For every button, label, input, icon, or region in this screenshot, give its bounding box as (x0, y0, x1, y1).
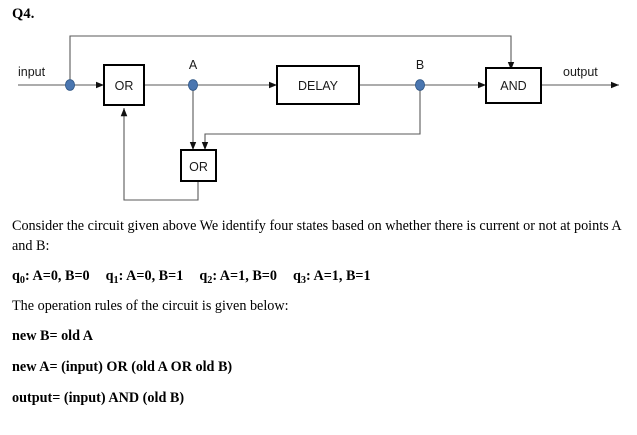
circuit-svg: OR DELAY AND OR (18, 35, 619, 201)
state-q2-sub: 2 (207, 274, 213, 286)
or-gate-2[interactable]: OR (180, 149, 217, 182)
state-q3-value: : A=1, B=1 (305, 268, 371, 284)
node-b-label: B (416, 58, 424, 72)
wire-or2-to-or1 (120, 108, 199, 201)
junction-nodes (65, 79, 425, 91)
input-label: input (18, 65, 46, 79)
delay-gate-label: DELAY (298, 79, 339, 93)
state-q1-value: : A=0, B=1 (118, 268, 184, 284)
state-q3-name: q (292, 268, 301, 284)
state-q2-name: q (199, 268, 208, 284)
rule-new-a: new A= (input) OR (old A OR old B) (12, 359, 233, 375)
wires (18, 35, 619, 201)
state-q2-value: : A=1, B=0 (212, 268, 277, 284)
node-a-dot (187, 79, 198, 91)
state-q0-value: : A=0, B=0 (25, 268, 90, 284)
rule-new-b: new B= old A (12, 328, 94, 344)
output-label: output (563, 65, 598, 79)
diagram-labels: input A B output (18, 58, 598, 79)
state-q3: q3: A=1, B=1 (293, 266, 371, 291)
state-q1-sub: 1 (113, 274, 119, 286)
state-q1: q1: A=0, B=1 (106, 266, 184, 291)
and-gate-label: AND (500, 79, 526, 93)
gates: OR DELAY AND OR (103, 64, 542, 182)
and-gate[interactable]: AND (485, 67, 542, 104)
wire-input-to-and-top (69, 35, 515, 85)
rules-intro-paragraph: The operation rules of the circuit is gi… (12, 298, 289, 314)
state-q0-name: q (12, 268, 20, 284)
circuit-diagram: OR DELAY AND OR (0, 24, 637, 214)
wire-b-to-or2 (201, 85, 421, 150)
question-heading: Q4. (12, 6, 35, 22)
or-gate-1-label: OR (115, 79, 134, 93)
state-q0-sub: 0 (19, 274, 25, 286)
consider-paragraph: Consider the circuit given above We iden… (12, 218, 621, 254)
state-q1-name: q (105, 268, 114, 284)
rule-output: output= (input) AND (old B) (12, 390, 185, 406)
delay-gate[interactable]: DELAY (276, 65, 360, 105)
state-q3-sub: 3 (300, 274, 306, 286)
input-junction-dot (65, 79, 76, 91)
or-gate-1[interactable]: OR (103, 64, 145, 106)
node-a-label: A (189, 58, 198, 72)
state-q2: q2: A=1, B=0 (199, 266, 277, 291)
node-b-dot (414, 79, 425, 91)
state-q0: q0: A=0, B=0 (12, 266, 90, 291)
or-gate-2-label: OR (189, 160, 208, 174)
